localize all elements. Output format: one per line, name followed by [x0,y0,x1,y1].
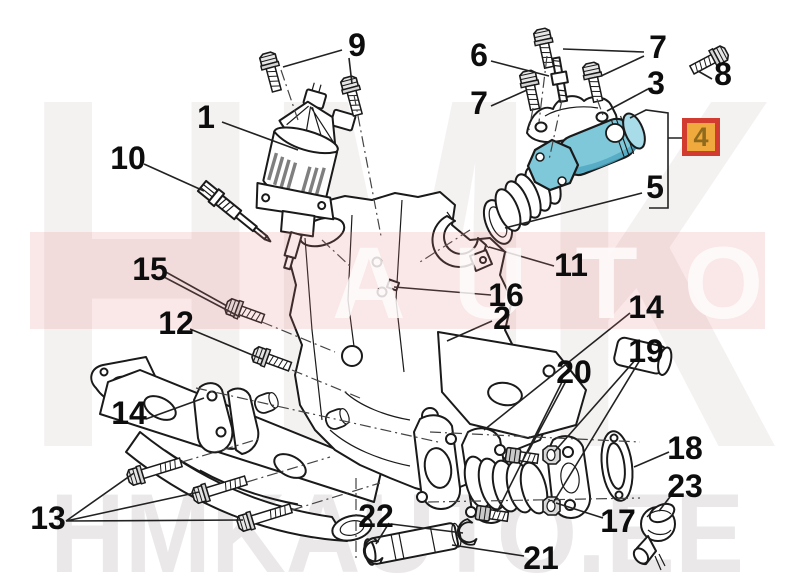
water-pipe-part [363,522,462,566]
flex-joint-bellows-part [463,455,549,515]
oval-gasket-part [600,430,634,502]
leader-lines [65,48,713,557]
glow-plug-part [196,179,272,243]
watermark-band: AUTO [30,226,800,340]
svg-text:HMKAUTO.EE: HMKAUTO.EE [50,471,744,583]
egr-pipe-part [482,112,646,245]
sensor-housing-part [632,502,676,571]
egr-valve-part [255,82,357,271]
watermark-bottom-text: HMKAUTO.EE [50,471,744,583]
clamp-part [431,211,493,272]
svg-text:AUTO: AUTO [332,226,800,340]
stud-spacer-part [550,56,569,103]
